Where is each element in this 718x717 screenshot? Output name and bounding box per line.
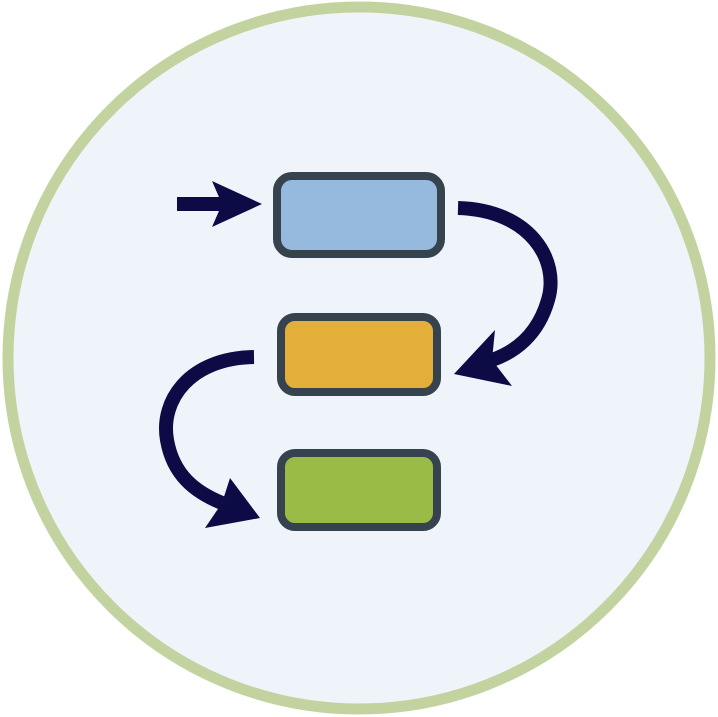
step-2-box — [277, 313, 441, 396]
step-1-box — [273, 172, 445, 258]
curved-arrow-left-icon — [159, 350, 260, 528]
curved-arrow-right-icon — [454, 201, 558, 386]
step-3-box — [277, 449, 441, 531]
entry-arrow-icon — [177, 181, 262, 227]
